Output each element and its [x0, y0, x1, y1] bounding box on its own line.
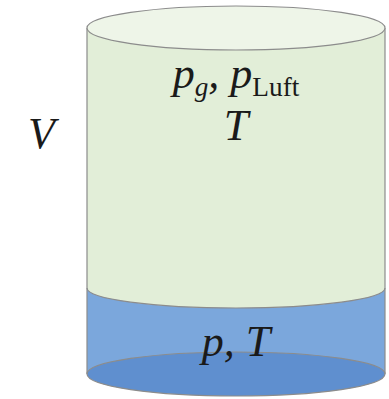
gas-region-label: T — [224, 102, 248, 150]
gas-region — [87, 28, 385, 308]
gas-wall — [87, 28, 385, 288]
liquid-region — [87, 288, 385, 396]
volume-label: V — [28, 110, 55, 158]
liquid-region-label: p, T — [202, 318, 270, 366]
liquid-wall — [87, 288, 385, 374]
interface-line — [87, 288, 385, 308]
region-node: p, T — [90, 318, 382, 378]
top-ellipse — [87, 6, 385, 50]
region-node: pg, pLuftT — [90, 50, 382, 250]
gas-region-label: pg, pLuft — [173, 50, 300, 102]
